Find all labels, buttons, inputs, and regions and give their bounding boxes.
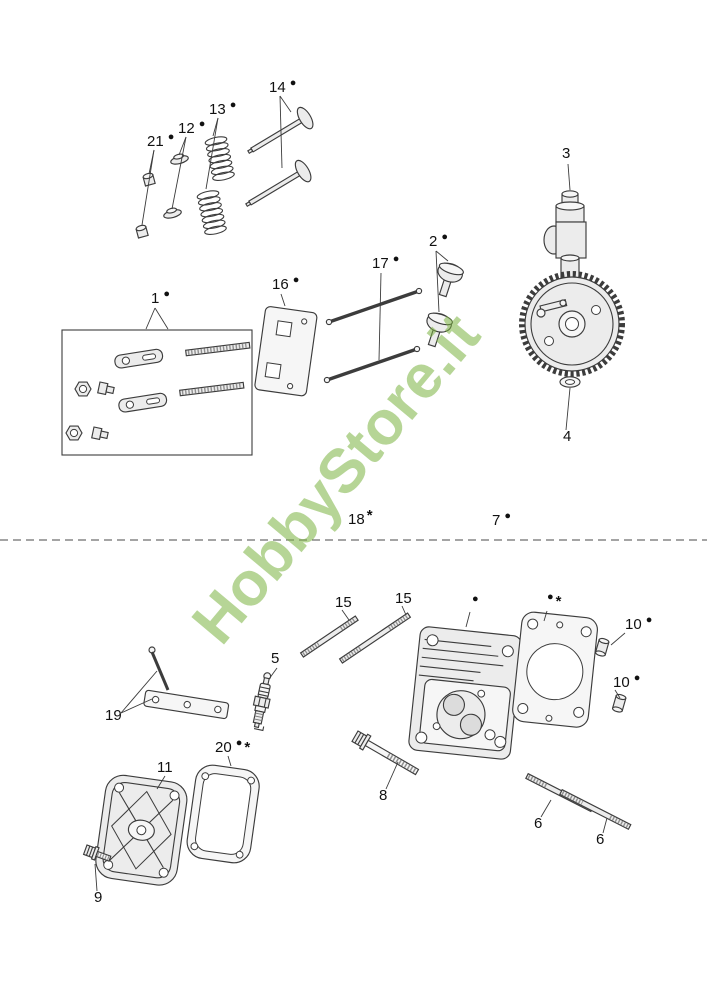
valve-tappet-2 <box>426 312 453 348</box>
top-section <box>61 106 625 456</box>
rocker-pivot-1 <box>97 381 115 396</box>
callout-10-17: 10● <box>613 672 640 691</box>
rocker-arm-1 <box>114 348 164 369</box>
exhaust-stud-2 <box>559 788 632 831</box>
dowel-pin-2 <box>611 693 627 713</box>
rocker-stud-2 <box>179 381 245 397</box>
callout-9-23: 9 <box>94 889 102 906</box>
intake-valve <box>247 106 314 155</box>
callout-6-24: 6 <box>534 815 542 832</box>
callout-6-25: 6 <box>596 831 604 848</box>
callout-17-6: 17● <box>372 253 399 272</box>
cam-washer <box>559 376 581 388</box>
head-stud-1 <box>299 615 359 658</box>
callout-8-22: 8 <box>379 787 387 804</box>
note-dot-icon: ● <box>634 672 641 684</box>
note-dot-icon: ● <box>293 274 300 286</box>
callout-16-7: 16● <box>272 274 299 293</box>
callout-18-10: 18* <box>348 507 373 528</box>
valve-guide-tool <box>143 646 230 720</box>
valve-cover <box>95 774 188 886</box>
bottom-section <box>82 611 632 886</box>
rocker-nut-2 <box>65 425 83 441</box>
note-dot-icon: ● <box>646 614 653 626</box>
note-asterisk-icon: * <box>244 739 250 756</box>
rocker-stud-1 <box>185 341 251 357</box>
callout-2-5: 2● <box>429 231 448 250</box>
dowel-pin-1 <box>594 637 610 657</box>
valve-spring-2 <box>196 190 227 235</box>
note-dot-icon: ● <box>230 99 237 111</box>
note-dot-icon: ● <box>199 118 206 130</box>
callout-21-0: 21● <box>147 131 174 150</box>
callout-14-3: 14● <box>269 77 296 96</box>
rocker-arm-kit-box <box>61 329 253 456</box>
callout-dot-14: ● <box>472 593 479 605</box>
callout-4-9: 4 <box>563 428 571 445</box>
note-dot-icon: ● <box>547 591 554 603</box>
head-stud-2 <box>338 612 412 664</box>
note-asterisk-icon: * <box>367 507 373 524</box>
callout-15-12: 15 <box>335 594 352 611</box>
note-dot-icon: ● <box>163 288 170 300</box>
note-dot-icon: ● <box>504 510 511 522</box>
note-asterisk-icon: * <box>556 593 562 610</box>
valve-spring-1 <box>204 136 235 181</box>
valve-tappet-1 <box>437 262 464 298</box>
valve-cover-gasket <box>186 764 260 864</box>
note-dot-icon: ● <box>168 131 175 143</box>
note-dot-icon: ● <box>236 737 243 749</box>
exhaust-valve <box>245 159 312 208</box>
rocker-pivot-2 <box>91 426 109 441</box>
note-dot-icon: ● <box>290 77 297 89</box>
note-dot-icon: ● <box>441 231 448 243</box>
callout-12-1: 12● <box>178 118 205 137</box>
callout-5-18: 5 <box>271 650 279 667</box>
rocker-nut-1 <box>74 381 92 397</box>
callout-19-19: 19 <box>105 707 122 724</box>
callout-20-20: 20●* <box>215 737 250 756</box>
push-rod-2 <box>323 345 421 384</box>
callout-7-11: 7● <box>492 510 511 529</box>
callout-1-8: 1● <box>151 288 170 307</box>
rocker-arm-2 <box>118 392 168 413</box>
callout-11-21: 11 <box>157 759 173 776</box>
head-bolt <box>351 730 420 776</box>
callout-13-2: 13● <box>209 99 236 118</box>
callout-dot-15: ●* <box>547 591 562 610</box>
note-dot-icon: ● <box>393 253 400 265</box>
cover-bolt <box>82 844 112 862</box>
spark-plug <box>252 672 272 732</box>
push-rod-1 <box>325 287 423 326</box>
push-rod-guide-plate <box>254 306 318 397</box>
cylinder-head <box>408 626 523 760</box>
note-dot-icon: ● <box>472 593 479 605</box>
callout-15-13: 15 <box>395 590 412 607</box>
valve-stem-seal-1 <box>142 172 156 187</box>
camshaft <box>519 190 625 377</box>
head-gasket <box>512 611 598 728</box>
leader-lines <box>94 95 626 892</box>
callout-10-16: 10● <box>625 614 652 633</box>
callout-3-4: 3 <box>562 145 570 162</box>
cam-gear-teeth <box>519 271 625 377</box>
valve-stem-seal-2 <box>135 224 149 239</box>
spring-retainer-2 <box>163 207 182 219</box>
